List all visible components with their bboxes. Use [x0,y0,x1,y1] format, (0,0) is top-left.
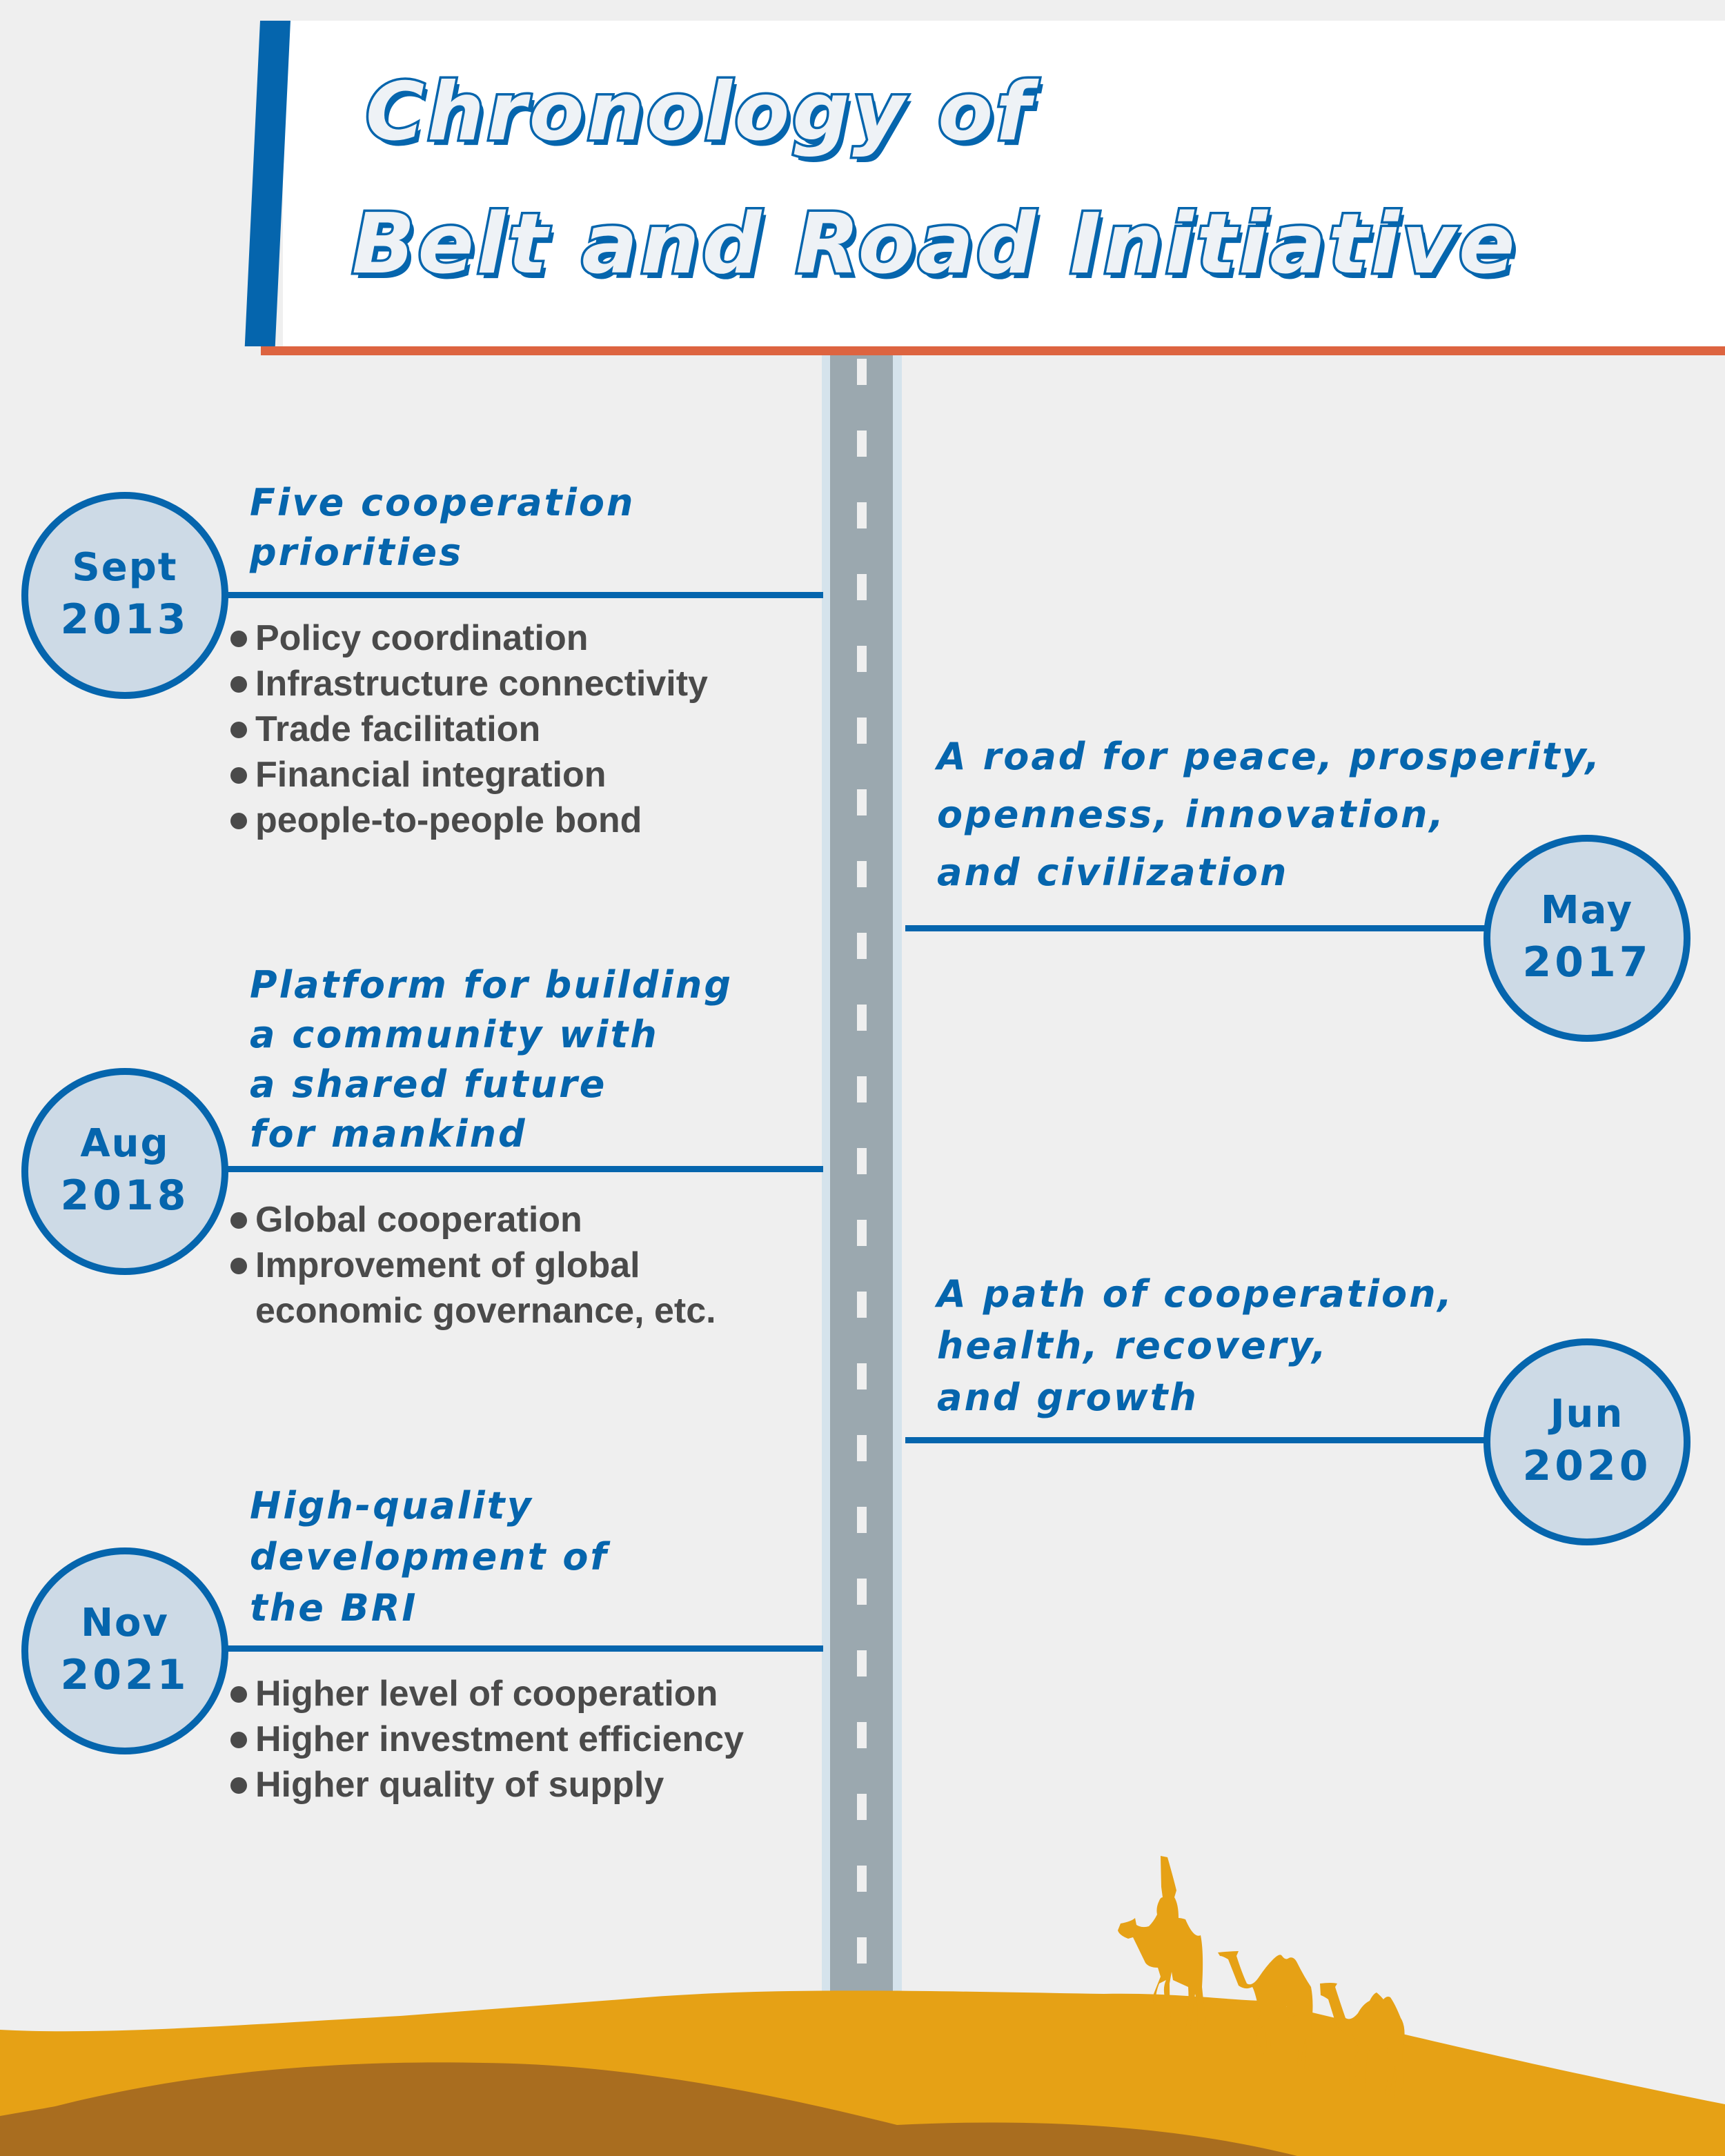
road-dash [857,1076,867,1102]
heading-line: and civilization [937,851,1289,894]
event-bullets-2013: Policy coordination Infrastructure conne… [228,615,708,843]
event-heading-2020: A path of cooperation, health, recovery,… [937,1268,1454,1423]
road-dash [857,1507,867,1533]
road-dash [857,1220,867,1246]
road-dash [857,1148,867,1174]
bullet-item: Improvement of global economic governanc… [228,1243,716,1334]
road-dash [857,1579,867,1605]
road-dash [857,789,867,815]
road-dash [857,1866,867,1892]
heading-line: High-quality [250,1484,533,1527]
bullet-item: Financial integration [228,752,708,798]
road-dash [857,502,867,528]
bullet-item: Trade facilitation [228,706,708,752]
road-dash [857,574,867,600]
road-dash [857,1435,867,1461]
road-surface [830,355,893,2025]
date-month: Jun [1550,1392,1624,1436]
road-dash [857,359,867,385]
road-dash [857,1292,867,1318]
date-year: 2018 [60,1171,190,1220]
date-badge-2021: Nov 2021 [21,1547,228,1754]
bullet-text: Improvement of global [255,1245,640,1285]
heading-line: openness, innovation, [937,793,1446,836]
header-panel [283,21,1725,346]
road-dash [857,646,867,672]
connector-line-2017 [905,925,1492,931]
heading-line: Five cooperation [250,481,635,524]
date-badge-2018: Aug 2018 [21,1068,228,1275]
bullet-item: Policy coordination [228,615,708,661]
heading-line: for mankind [250,1112,527,1156]
event-bullets-2018: Global cooperation Improvement of global… [228,1197,716,1334]
road-dash [857,1363,867,1389]
heading-line: a shared future [250,1062,607,1106]
road-dash [857,431,867,457]
road-dash [857,1937,867,1964]
heading-line: a community with [250,1013,659,1056]
page-title-line-2: Belt and Road Initiative [350,195,1518,295]
bullet-item: Infrastructure connectivity [228,661,708,706]
date-year: 2020 [1522,1442,1652,1490]
date-year: 2013 [60,595,190,644]
bullet-item: Higher level of cooperation [228,1671,744,1717]
date-month: Nov [81,1601,169,1645]
page-title-line-1: Chronology of [364,63,1034,161]
date-month: Sept [72,545,178,590]
heading-line: and growth [937,1376,1199,1419]
desert-dunes-icon [0,1990,1725,2156]
bullet-item: people-to-people bond [228,798,708,843]
date-year: 2021 [60,1651,190,1699]
road-dash [857,933,867,959]
date-badge-2020: Jun 2020 [1483,1338,1690,1545]
heading-line: Platform for building [250,963,733,1007]
road-dash [857,718,867,744]
event-heading-2018: Platform for building a community with a… [250,960,733,1159]
date-month: Aug [80,1121,170,1166]
heading-line: health, recovery, [937,1324,1328,1367]
heading-line: A path of cooperation, [937,1272,1455,1316]
road-dash [857,1650,867,1677]
bullet-item: Global cooperation [228,1197,716,1243]
event-bullets-2021: Higher level of cooperation Higher inves… [228,1671,744,1808]
header-underline [261,346,1725,355]
date-badge-2017: May 2017 [1483,835,1690,1042]
connector-line-2013 [221,592,823,598]
event-heading-2013: Five cooperation priorities [250,478,635,577]
date-month: May [1540,888,1634,933]
heading-line: priorities [250,531,464,574]
bullet-text-continued: economic governance, etc. [255,1291,716,1331]
camel-caravan-icon [1118,1856,1405,2099]
heading-line: the BRI [250,1586,418,1630]
road-dash [857,1794,867,1820]
connector-line-2020 [905,1437,1492,1443]
road-dash [857,1005,867,1031]
connector-line-2021 [221,1645,823,1652]
date-badge-2013: Sept 2013 [21,492,228,699]
bullet-item: Higher investment efficiency [228,1717,744,1762]
date-year: 2017 [1522,938,1652,987]
road-dash [857,861,867,887]
heading-line: A road for peace, prosperity, [937,735,1602,778]
bullet-item: Higher quality of supply [228,1762,744,1808]
connector-line-2018 [221,1166,823,1172]
heading-line: development of [250,1535,609,1579]
event-heading-2021: High-quality development of the BRI [250,1481,609,1634]
road-dash [857,1722,867,1748]
event-heading-2017: A road for peace, prosperity, openness, … [937,728,1601,902]
